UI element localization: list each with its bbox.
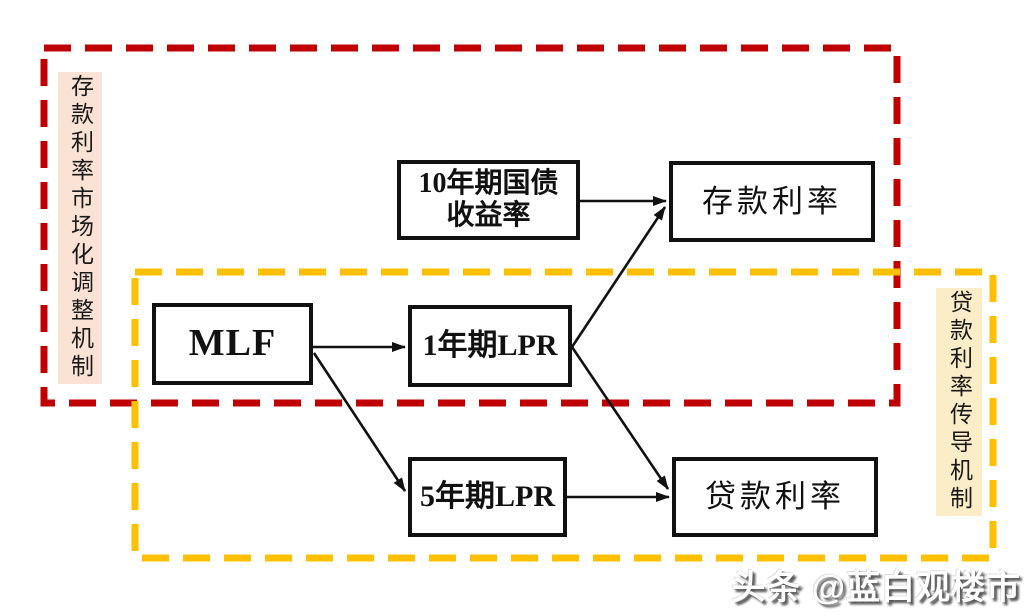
deposit-region-label: 存款利率市场化调整机制 <box>58 72 102 384</box>
loan-region-dashed-border <box>131 268 997 562</box>
arrow-mlf-to-lpr5y <box>312 352 407 492</box>
node-mlf-label: MLF <box>188 322 277 365</box>
node-deposit-rate-label: 存款利率 <box>702 183 842 219</box>
node-10y-treasury-yield-line1: 10年期国债 <box>418 167 559 199</box>
node-5y-lpr: 5年期LPR <box>408 457 567 537</box>
node-1y-lpr: 1年期LPR <box>408 305 572 387</box>
node-10y-treasury-yield: 10年期国债 收益率 <box>397 160 580 240</box>
deposit-region-dashed-border <box>40 44 901 407</box>
node-deposit-rate: 存款利率 <box>669 161 875 242</box>
arrow-lpr1y-to-deposit-rate <box>570 206 667 348</box>
node-mlf: MLF <box>152 303 313 385</box>
node-loan-rate-label: 贷款利率 <box>705 479 845 515</box>
arrow-lpr1y-to-loan-rate <box>570 346 670 490</box>
node-5y-lpr-label: 5年期LPR <box>420 479 555 513</box>
node-loan-rate: 贷款利率 <box>672 457 878 537</box>
loan-region-label: 贷款利率传导机制 <box>936 288 982 516</box>
node-1y-lpr-label: 1年期LPR <box>422 328 558 362</box>
toutiao-watermark: 头条 @蓝白观楼市 <box>731 569 1021 607</box>
node-10y-treasury-yield-line2: 收益率 <box>446 200 531 231</box>
